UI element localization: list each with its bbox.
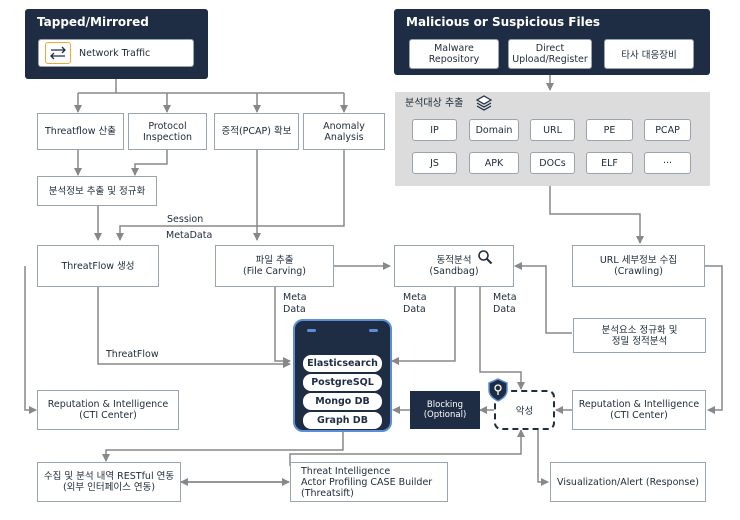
type-pcap[interactable]: PCAP — [644, 119, 691, 141]
restful-line1: 수집 및 분석 내역 RESTful 연동 — [43, 471, 175, 482]
malware-repository-line1: Malware — [434, 43, 474, 54]
tapped-mirrored-title: Tapped/Mirrored — [37, 15, 149, 29]
db-postgresql[interactable]: PostgreSQL — [303, 374, 382, 391]
db-indicator-right — [369, 329, 378, 332]
session-label: Session — [167, 214, 204, 225]
anomaly-line2: Analysis — [324, 131, 364, 143]
db-graphdb[interactable]: Graph DB — [303, 412, 382, 429]
restful-box[interactable]: 수집 및 분석 내역 RESTful 연동 (외부 인터페이스 연동) — [37, 462, 181, 502]
reputation-right-box[interactable]: Reputation & Intelligence (CTI Center) — [572, 390, 706, 430]
analysis-target-group: 분석대상 추출 IP Domain URL PE PCAP JS APK DOC… — [395, 92, 710, 186]
direct-upload-line2: Upload/Register — [512, 54, 588, 65]
third-party-device-label: 타사 대응장비 — [621, 50, 677, 61]
reputation-left-line1: Reputation & Intelligence — [47, 399, 169, 410]
malware-repository-line2: Repository — [428, 54, 480, 65]
layers-icon — [475, 95, 493, 111]
meta-label-carving: Meta — [283, 292, 307, 303]
reputation-left-box[interactable]: Reputation & Intelligence (CTI Center) — [37, 390, 179, 430]
magnifier-icon — [477, 249, 493, 265]
tapped-mirrored-group: Tapped/Mirrored Network Traffic — [25, 9, 208, 79]
type-apk[interactable]: APK — [469, 152, 519, 174]
meta-label-sandbag: Meta — [403, 292, 427, 303]
protocol-inspection-box[interactable]: Protocol Inspection — [128, 113, 207, 150]
sandbag-box[interactable]: 동적분석 (Sandbag) — [394, 245, 514, 287]
type-ip[interactable]: IP — [412, 119, 457, 141]
protocol-line2: Inspection — [142, 131, 193, 143]
threatsift-line2: Actor Profiling CASE Builder — [301, 476, 433, 488]
db-mongodb[interactable]: Mongo DB — [303, 393, 382, 410]
network-traffic-box[interactable]: Network Traffic — [38, 39, 194, 67]
anomaly-analysis-box[interactable]: Anomaly Analysis — [303, 113, 385, 150]
third-party-device-box[interactable]: 타사 대응장비 — [604, 39, 694, 69]
db-elasticsearch[interactable]: Elasticsearch — [303, 355, 382, 372]
data-label-right: Data — [493, 304, 516, 315]
type-pe[interactable]: PE — [586, 119, 633, 141]
malicious-files-group: Malicious or Suspicious Files Malware Re… — [394, 9, 710, 75]
file-carving-line2: (File Carving) — [242, 266, 306, 277]
type-elf[interactable]: ELF — [586, 152, 633, 174]
metadata-label: MetaData — [166, 230, 213, 241]
threatflow-gen-box[interactable]: ThreatFlow 생성 — [37, 245, 159, 287]
threatflow-calc-box[interactable]: Threatflow 산출 — [37, 113, 124, 150]
type-domain[interactable]: Domain — [469, 119, 519, 141]
direct-upload-box[interactable]: Direct Upload/Register — [508, 39, 592, 69]
network-traffic-label: Network Traffic — [79, 47, 151, 59]
reputation-right-line2: (CTI Center) — [610, 410, 668, 421]
shield-icon — [487, 378, 509, 402]
protocol-line1: Protocol — [148, 120, 187, 132]
static-analysis-box[interactable]: 분석요소 정규화 및 정밀 정적분석 — [573, 318, 706, 353]
data-label-sandbag: Data — [403, 304, 426, 315]
type-more[interactable]: ··· — [644, 152, 691, 174]
file-carving-line1: 파일 추출 — [255, 255, 294, 266]
malicious-node[interactable]: 악성 — [494, 390, 555, 430]
blocking-line1: Blocking — [426, 400, 464, 410]
type-js[interactable]: JS — [412, 152, 457, 174]
file-carving-box[interactable]: 파일 추출 (File Carving) — [215, 245, 334, 287]
direct-upload-line1: Direct — [535, 43, 565, 54]
sandbag-line2: (Sandbag) — [429, 266, 479, 277]
static-analysis-line2: 정밀 정적분석 — [611, 335, 668, 347]
crawling-line1: URL 세부정보 수집 — [599, 255, 678, 266]
static-analysis-line1: 분석요소 정규화 및 — [601, 324, 678, 336]
visualization-alert-box[interactable]: Visualization/Alert (Response) — [550, 462, 706, 502]
anomaly-line1: Anomaly — [323, 120, 365, 132]
threatsift-box[interactable]: Threat Intelligence Actor Profiling CASE… — [290, 462, 448, 502]
malicious-files-title: Malicious or Suspicious Files — [406, 15, 601, 29]
sandbag-line1: 동적분석 — [436, 255, 472, 266]
data-label-carving: Data — [283, 304, 306, 315]
type-docs[interactable]: DOCs — [530, 152, 575, 174]
type-url[interactable]: URL — [530, 119, 575, 141]
threatsift-line3: (Threatsift) — [301, 487, 354, 499]
db-indicator-left — [307, 329, 316, 332]
evidence-pcap-box[interactable]: 증적(PCAP) 확보 — [214, 113, 299, 150]
reputation-left-line2: (CTI Center) — [79, 410, 137, 421]
crawling-box[interactable]: URL 세부정보 수집 (Crawling) — [572, 245, 705, 287]
malware-repository-box[interactable]: Malware Repository — [409, 39, 499, 69]
network-traffic-icon — [45, 42, 71, 64]
blocking-line2: (Optional) — [423, 410, 467, 420]
reputation-right-line1: Reputation & Intelligence — [578, 399, 700, 410]
database-stack[interactable]: Elasticsearch PostgreSQL Mongo DB Graph … — [293, 319, 392, 432]
restful-line2: (외부 인터페이스 연동) — [62, 482, 156, 493]
threatsift-line1: Threat Intelligence — [301, 465, 391, 477]
crawling-line2: (Crawling) — [614, 266, 663, 277]
analysis-extract-box[interactable]: 분석정보 추출 및 정규화 — [37, 176, 157, 206]
threatflow-label: ThreatFlow — [106, 349, 159, 360]
blocking-box[interactable]: Blocking (Optional) — [410, 391, 480, 429]
meta-label-right: Meta — [493, 292, 517, 303]
analysis-target-title: 분석대상 추출 — [405, 98, 464, 109]
